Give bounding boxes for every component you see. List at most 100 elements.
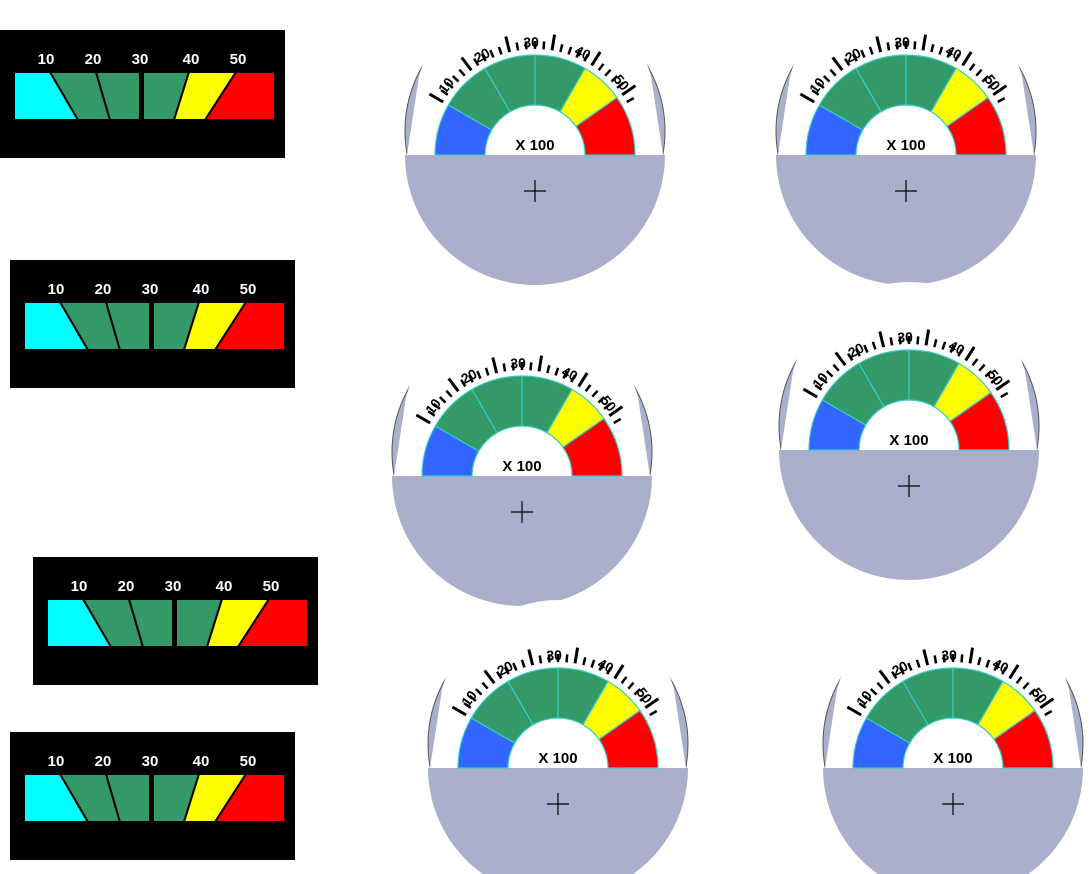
tick-mark <box>573 647 580 664</box>
dial-scale-label-20: 20 <box>889 657 910 679</box>
crosshair-icon <box>898 475 920 497</box>
dial-gauge-4: 10 20 30 40 50 X 100 <box>778 281 1040 580</box>
tick-mark <box>481 681 489 690</box>
tick-mark <box>584 384 592 393</box>
tick-mark <box>941 341 947 350</box>
tick-mark <box>860 49 866 58</box>
tick-mark <box>832 363 840 372</box>
dial-gauge-2: 10 20 30 40 50 X 100 <box>775 0 1037 285</box>
tick-mark <box>524 41 528 50</box>
tick-mark <box>978 363 986 372</box>
tick-mark <box>620 676 628 685</box>
tick-mark <box>878 331 886 348</box>
tick-mark <box>924 329 931 346</box>
dial-gauge-3: 10 20 30 40 50 X 100 <box>391 307 653 606</box>
tick-mark <box>819 376 828 384</box>
tick-mark <box>895 41 899 50</box>
crosshair-icon <box>895 180 917 202</box>
tick-mark <box>971 358 979 367</box>
tick-mark <box>949 344 955 353</box>
tick-mark <box>547 654 551 663</box>
tick-mark <box>987 81 996 89</box>
scale-label-40: 40 <box>216 578 233 595</box>
tick-mark <box>915 659 921 668</box>
tick-mark <box>1022 681 1030 690</box>
tick-mark <box>554 367 560 376</box>
dial-art <box>427 599 689 874</box>
dial-lower-face <box>405 155 665 285</box>
red-band <box>562 417 623 477</box>
dial-lower-face <box>428 768 688 874</box>
scale-label-40: 40 <box>183 51 200 68</box>
tick-mark <box>846 705 862 717</box>
crosshair-icon <box>942 793 964 815</box>
tick-mark <box>981 75 990 83</box>
tick-mark <box>445 81 454 89</box>
tick-mark <box>496 670 503 680</box>
band-group <box>23 301 286 351</box>
tick-mark <box>907 662 913 671</box>
tick-mark <box>633 688 642 696</box>
dial-scale-label-30: 30 <box>894 34 910 51</box>
band-group <box>46 598 309 648</box>
tick-mark <box>451 75 460 83</box>
dial-gauge-5: 10 20 30 40 50 X 100 <box>427 599 689 874</box>
dial-scale-label-40: 40 <box>943 42 964 63</box>
tick-mark <box>1034 694 1043 702</box>
tick-mark <box>968 63 976 72</box>
label-group: 10 20 30 40 50 <box>38 51 247 68</box>
tick-mark <box>484 367 490 376</box>
tick-marks <box>451 647 660 717</box>
tick-mark <box>930 44 935 53</box>
arc-bands <box>428 34 637 156</box>
tick-mark <box>954 53 961 62</box>
tick-mark <box>1001 666 1008 675</box>
red-band <box>946 96 1007 156</box>
tick-mark <box>460 378 467 388</box>
tick-mark <box>968 647 975 664</box>
tick-mark <box>992 84 1008 97</box>
dial-art <box>778 281 1040 580</box>
tick-mark <box>597 396 606 404</box>
red-band <box>949 391 1010 451</box>
tick-mark <box>591 389 599 398</box>
scale-label-50: 50 <box>230 51 247 68</box>
tick-mark <box>858 702 867 709</box>
tick-mark <box>878 669 891 685</box>
tick-mark <box>871 341 877 350</box>
scale-label-40: 40 <box>193 753 210 770</box>
tick-mark <box>606 666 613 675</box>
tick-mark <box>863 694 872 702</box>
tick-mark <box>546 365 551 374</box>
tick-mark <box>627 681 635 690</box>
arc-bands <box>799 34 1008 156</box>
scale-label-10: 10 <box>71 578 88 595</box>
dial-scale-label-30: 30 <box>510 355 526 372</box>
crosshair-icon <box>511 501 533 523</box>
dial-gauge-1: 10 20 30 40 50 X 100 <box>404 0 666 285</box>
dial-scale-label-30: 30 <box>897 329 913 346</box>
tick-mark <box>957 348 964 357</box>
scale-label-20: 20 <box>95 281 112 298</box>
tick-mark <box>1015 676 1023 685</box>
tick-mark <box>961 51 973 67</box>
tick-mark <box>562 370 568 379</box>
scale-label-30: 30 <box>132 51 149 68</box>
multiplier-label: X 100 <box>515 137 554 154</box>
tick-mark <box>460 56 473 72</box>
label-group: 10 20 30 40 50 <box>71 578 280 595</box>
tick-mark <box>626 96 635 104</box>
dial-label-group: 10 20 30 40 50 X 100 <box>422 355 620 475</box>
dial-scale-label-30: 30 <box>546 647 562 664</box>
tick-mark <box>577 372 589 388</box>
tick-mark <box>831 56 844 72</box>
dial-scale-label-20: 20 <box>842 44 863 66</box>
scale-label-50: 50 <box>240 281 257 298</box>
tick-marks <box>802 329 1011 399</box>
red-band <box>575 96 636 156</box>
tick-marks <box>415 355 624 425</box>
tick-mark <box>565 654 569 663</box>
tick-mark <box>598 662 604 671</box>
tick-mark <box>432 402 441 410</box>
tick-mark <box>445 389 453 398</box>
